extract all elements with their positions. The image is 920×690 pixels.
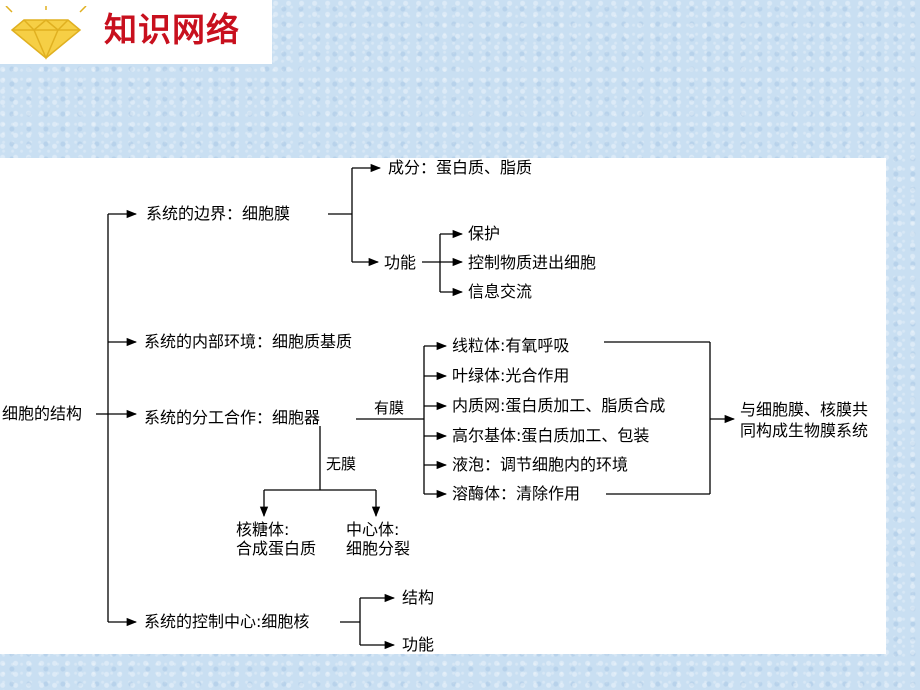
function-item: 信息交流 [468, 282, 533, 301]
organelle-item: 叶绿体:光合作用 [452, 366, 570, 385]
boundary-node: 系统的边界：细胞膜 [146, 204, 291, 223]
composition-node: 成分：蛋白质、脂质 [388, 158, 533, 177]
without-membrane-label: 无膜 [326, 455, 357, 473]
with-membrane-label: 有膜 [374, 399, 405, 417]
nucleus-structure: 结构 [402, 588, 435, 607]
ribosome-function: 合成蛋白质 [236, 539, 317, 558]
environment-node: 系统的内部环境：细胞质基质 [144, 332, 353, 351]
diamond-icon [5, 6, 87, 60]
biomembrane-note-line: 与细胞膜、核膜共 [740, 400, 869, 419]
function-item: 控制物质进出细胞 [468, 253, 597, 272]
control-node: 系统的控制中心:细胞核 [144, 612, 310, 631]
organelle-item: 内质网:蛋白质加工、脂质合成 [452, 396, 666, 415]
organelle-item: 溶酶体：清除作用 [452, 484, 581, 503]
division-node: 系统的分工合作：细胞器 [144, 408, 321, 427]
organelle-item: 高尔基体:蛋白质加工、包装 [452, 426, 650, 445]
organelle-item: 线粒体:有氧呼吸 [452, 336, 570, 355]
nucleus-function: 功能 [402, 635, 435, 654]
header-banner: 知识网络 [0, 0, 272, 64]
ribosome-name: 核糖体: [236, 520, 290, 539]
boundary-function-node: 功能 [384, 253, 417, 272]
structure-diagram: 细胞的结构 系统的边界：细胞膜 成分：蛋白质、脂质 功能 保护 控制物质进出细胞… [0, 158, 886, 654]
organelle-item: 液泡：调节细胞内的环境 [452, 455, 629, 474]
connector-lines [96, 163, 736, 650]
centrosome-function: 细胞分裂 [346, 539, 411, 558]
root-node: 细胞的结构 [2, 404, 83, 423]
centrosome-name: 中心体: [346, 520, 400, 539]
function-item: 保护 [468, 224, 501, 243]
biomembrane-note-line: 同构成生物膜系统 [740, 421, 869, 440]
page-title: 知识网络 [104, 10, 240, 49]
